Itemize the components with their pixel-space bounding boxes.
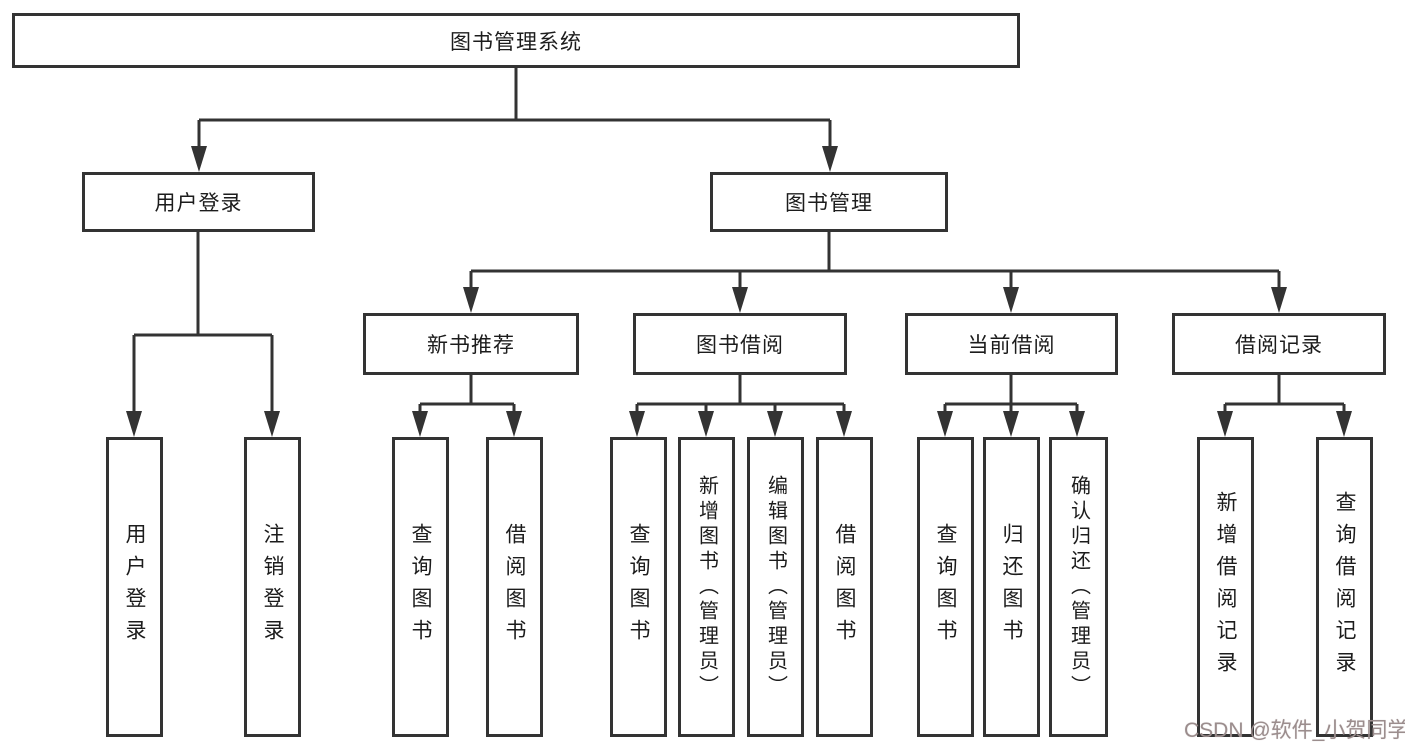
leaf-newbook-query-books: 查询图书 xyxy=(392,437,449,737)
node-user-login: 用户登录 xyxy=(82,172,315,232)
leaf-borrow-add-books-admin: 新增图书（管理员） xyxy=(678,437,735,737)
leaf-current-confirm-return-admin: 确认归还（管理员） xyxy=(1049,437,1108,737)
node-borrow-records: 借阅记录 xyxy=(1172,313,1386,375)
csdn-watermark: CSDN @软件_小贺同学 xyxy=(1184,719,1405,742)
node-root-system: 图书管理系统 xyxy=(12,13,1020,68)
node-new-book-recommend: 新书推荐 xyxy=(363,313,579,375)
leaf-borrow-query-books: 查询图书 xyxy=(610,437,667,737)
leaf-records-add-record: 新增借阅记录 xyxy=(1197,437,1254,737)
leaf-newbook-borrow-books: 借阅图书 xyxy=(486,437,543,737)
leaf-records-query-record: 查询借阅记录 xyxy=(1316,437,1373,737)
leaf-borrow-edit-books-admin: 编辑图书（管理员） xyxy=(747,437,804,737)
node-book-borrow: 图书借阅 xyxy=(633,313,847,375)
leaf-current-return-books: 归还图书 xyxy=(983,437,1040,737)
leaf-user-login: 用户登录 xyxy=(106,437,163,737)
leaf-logout: 注销登录 xyxy=(244,437,301,737)
leaf-borrow-borrow-books: 借阅图书 xyxy=(816,437,873,737)
leaf-current-query-books: 查询图书 xyxy=(917,437,974,737)
node-book-management: 图书管理 xyxy=(710,172,948,232)
node-current-borrow: 当前借阅 xyxy=(905,313,1118,375)
